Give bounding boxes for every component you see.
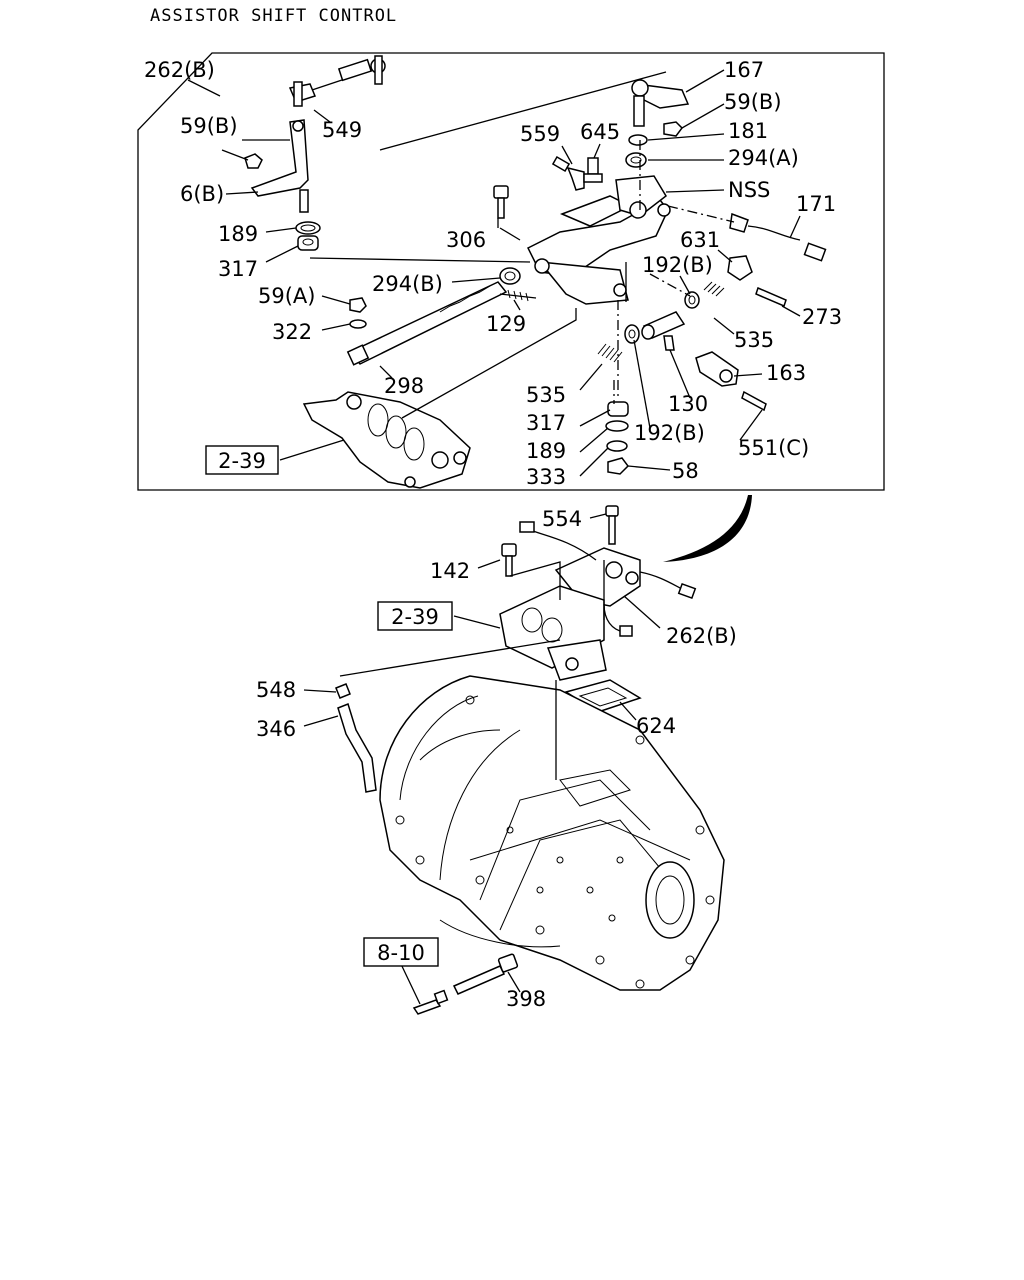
detail-frame [137, 52, 885, 491]
label-130: 130 [668, 392, 708, 416]
label-322: 322 [272, 320, 312, 344]
part-nut-59b-left [244, 153, 263, 169]
part-switch-171 [729, 212, 827, 262]
detail-leader-lines [187, 69, 801, 477]
part-ring-189-left [295, 221, 321, 235]
part-pin-551c [741, 390, 767, 412]
label-631: 631 [680, 228, 720, 252]
reference-box-2-39-mid-label: 2-39 [391, 605, 439, 629]
reference-box-8-10[interactable] [363, 937, 439, 967]
part-nut-59b-right [663, 121, 683, 137]
reference-box-2-39-top-label: 2-39 [218, 449, 266, 473]
part-cylinder-assembly-2-39-top [302, 391, 471, 489]
part-valve-harness-assembly [499, 521, 697, 681]
label-6b: 6(B) [180, 182, 224, 206]
label-181: 181 [728, 119, 768, 143]
part-washer-192b-lower [624, 324, 640, 344]
label-129: 129 [486, 312, 526, 336]
part-lever-6b [250, 119, 309, 213]
part-block-631 [727, 255, 753, 281]
label-58: 58 [672, 459, 699, 483]
part-washer-322 [349, 319, 367, 329]
part-bolt-142 [501, 543, 517, 577]
label-294b-left: 294(B) [372, 272, 443, 296]
part-nut-58 [607, 457, 629, 475]
part-pin-273 [755, 286, 787, 308]
part-spring-535-left [597, 343, 623, 363]
part-washer-181 [628, 134, 648, 146]
part-seal-294b-left [499, 267, 521, 285]
part-spring-535-right [703, 281, 725, 297]
label-189-left: 189 [218, 222, 258, 246]
assembly-leader-lines [303, 513, 661, 1005]
part-seal-294a [625, 152, 647, 168]
reference-box-2-39-mid[interactable] [377, 601, 453, 631]
label-333: 333 [526, 465, 566, 489]
part-shaft-298 [346, 281, 508, 366]
label-548: 548 [256, 678, 296, 702]
label-298: 298 [384, 374, 424, 398]
part-rod-end-549 [288, 55, 386, 107]
label-551c: 551(C) [738, 436, 809, 460]
part-connector-8-10 [412, 989, 449, 1015]
label-398: 398 [506, 987, 546, 1011]
detail-centerlines [613, 140, 735, 404]
part-bolt-554 [605, 505, 619, 545]
label-59b-left: 59(B) [180, 114, 238, 138]
part-fitting-645 [583, 157, 603, 183]
part-nut-59a [349, 297, 367, 313]
part-bushing-317-left [297, 235, 319, 251]
label-142: 142 [430, 559, 470, 583]
label-535-left: 535 [526, 383, 566, 407]
label-167: 167 [724, 58, 764, 82]
label-559: 559 [520, 122, 560, 146]
part-fitting-559 [551, 156, 585, 191]
label-317-left: 317 [218, 257, 258, 281]
reference-box-2-39-top[interactable] [205, 445, 279, 475]
label-59a: 59(A) [258, 284, 315, 308]
part-washer-333 [606, 440, 628, 452]
label-554: 554 [542, 507, 582, 531]
label-171: 171 [796, 192, 836, 216]
label-262b-bottom: 262(B) [666, 624, 737, 648]
label-163: 163 [766, 361, 806, 385]
part-lever-163 [695, 351, 739, 387]
label-317-lower: 317 [526, 411, 566, 435]
part-valve-body-assembly [526, 175, 671, 305]
label-273: 273 [802, 305, 842, 329]
reference-box-8-10-label: 8-10 [377, 941, 425, 965]
part-washer-192b-top [684, 291, 700, 309]
label-624: 624 [636, 714, 676, 738]
label-294a: 294(A) [728, 146, 799, 170]
label-59b-right: 59(B) [724, 90, 782, 114]
part-sleeve-130 [641, 311, 686, 351]
part-ring-189-lower [605, 420, 629, 432]
part-sensor-398 [452, 953, 519, 995]
part-hose-346 [337, 703, 377, 793]
label-262b-top: 262(B) [144, 58, 215, 82]
label-nss: NSS [728, 178, 770, 202]
part-bushing-317-lower [607, 401, 629, 417]
label-192b-lower: 192(B) [634, 421, 705, 445]
label-192b-top: 192(B) [642, 253, 713, 277]
part-pin-129 [499, 289, 537, 302]
callout-swoosh [663, 495, 752, 562]
part-clip-548 [335, 683, 351, 699]
diagram-title: ASSISTOR SHIFT CONTROL [150, 6, 397, 26]
label-189-lower: 189 [526, 439, 566, 463]
label-306: 306 [446, 228, 486, 252]
label-645: 645 [580, 120, 620, 144]
part-lever-167 [631, 79, 690, 127]
label-549: 549 [322, 118, 362, 142]
label-535-right: 535 [734, 328, 774, 352]
label-346: 346 [256, 717, 296, 741]
part-bolt-306 [493, 185, 509, 219]
part-transmission-case [379, 675, 725, 991]
